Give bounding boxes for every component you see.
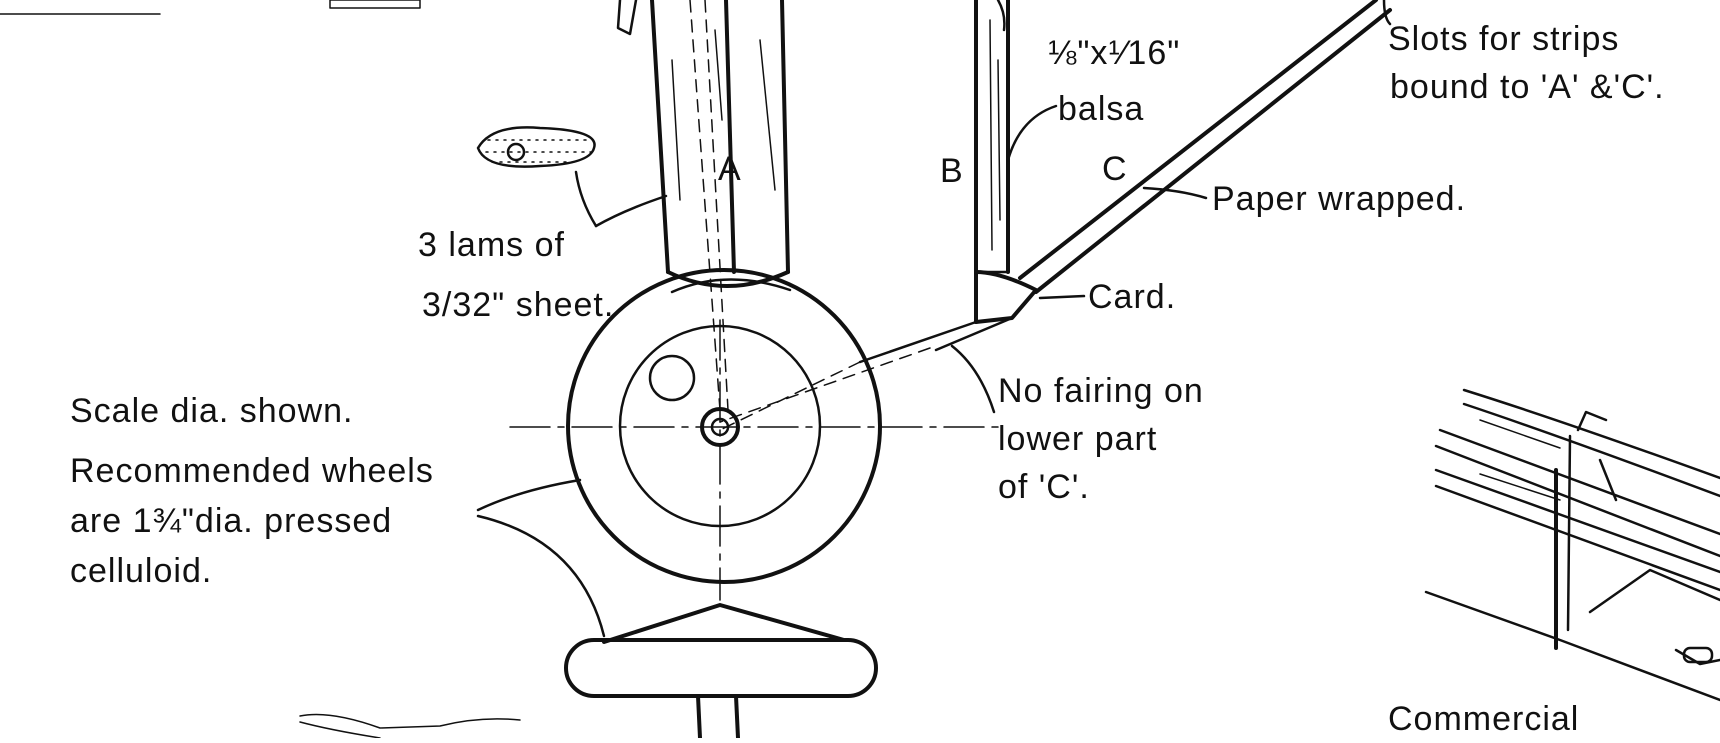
base-fitting bbox=[299, 603, 878, 740]
strut-c-label: C bbox=[1102, 150, 1128, 188]
slots-label-line1: Slots for strips bbox=[1388, 20, 1619, 58]
commercial-detail-sketch bbox=[1424, 388, 1720, 702]
strut-c bbox=[719, 0, 1392, 431]
no-fairing-label-line2: lower part bbox=[998, 420, 1157, 458]
scale-dia-label: Scale dia. shown. bbox=[70, 392, 354, 430]
top-scale-box bbox=[329, 0, 421, 9]
strut-b bbox=[974, 0, 1010, 324]
card-label: Card. bbox=[1088, 278, 1176, 316]
balsa-size-label: ⅛"x¹⁄16" bbox=[1048, 34, 1180, 72]
wheels-label-line1: Recommended wheels bbox=[70, 452, 434, 490]
laminations-label-line2: 3/32" sheet. bbox=[422, 286, 614, 324]
card-gusset bbox=[974, 270, 1038, 324]
wheel bbox=[509, 268, 1001, 601]
strut-b-label: B bbox=[940, 152, 964, 190]
paper-wrapped-label: Paper wrapped. bbox=[1212, 180, 1466, 218]
strut-a bbox=[616, 0, 792, 411]
no-fairing-label-line1: No fairing on bbox=[998, 372, 1204, 410]
lamination-section bbox=[476, 126, 596, 168]
wheels-label-line3: celluloid. bbox=[70, 552, 212, 590]
commercial-label: Commercial bbox=[1388, 700, 1579, 738]
strut-a-label: A bbox=[718, 150, 742, 188]
laminations-label-line1: 3 lams of bbox=[418, 226, 565, 264]
no-fairing-label-line3: of 'C'. bbox=[998, 468, 1090, 506]
slots-label-line2: bound to 'A' &'C'. bbox=[1390, 68, 1665, 106]
leader-lines bbox=[476, 0, 1392, 638]
balsa-label: balsa bbox=[1058, 90, 1144, 128]
wheels-label-line2: are 1¾"dia. pressed bbox=[70, 502, 392, 540]
